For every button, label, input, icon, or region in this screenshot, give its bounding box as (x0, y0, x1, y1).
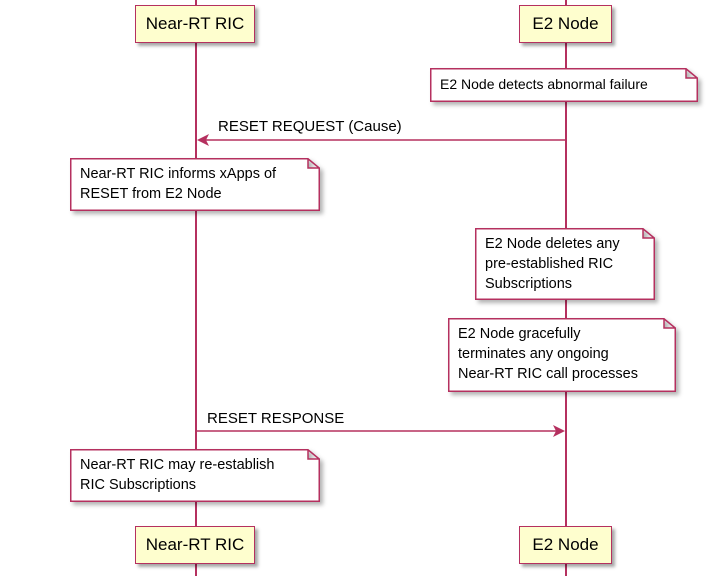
note-informs-xapps: Near-RT RIC informs xApps of RESET from … (70, 158, 320, 211)
reset-request-label: RESET REQUEST (Cause) (218, 118, 402, 135)
note-detects-failure: E2 Node detects abnormal failure (430, 68, 698, 102)
lifeline-near-rt-ric (195, 0, 197, 576)
participant-near-rt-ric-bottom: Near-RT RIC (135, 526, 255, 564)
note-deletes-subscriptions-text: E2 Node deletes any pre-established RIC … (485, 236, 620, 292)
note-reestablish: Near-RT RIC may re-establish RIC Subscri… (70, 449, 320, 502)
participant-e2-node-top: E2 Node (519, 5, 612, 43)
note-terminates-processes-text: E2 Node gracefully terminates any ongoin… (458, 326, 638, 382)
reset-request-arrowhead (197, 134, 209, 146)
note-deletes-subscriptions: E2 Node deletes any pre-established RIC … (475, 228, 655, 300)
note-informs-xapps-text: Near-RT RIC informs xApps of RESET from … (80, 166, 277, 202)
reset-response-arrowhead (553, 425, 565, 437)
note-detects-failure-text: E2 Node detects abnormal failure (440, 76, 648, 92)
note-reestablish-text: Near-RT RIC may re-establish RIC Subscri… (80, 457, 275, 493)
participant-near-rt-ric-top: Near-RT RIC (135, 5, 255, 43)
participant-e2-node-bottom: E2 Node (519, 526, 612, 564)
note-terminates-processes: E2 Node gracefully terminates any ongoin… (448, 318, 676, 392)
reset-response-label: RESET RESPONSE (207, 410, 345, 427)
